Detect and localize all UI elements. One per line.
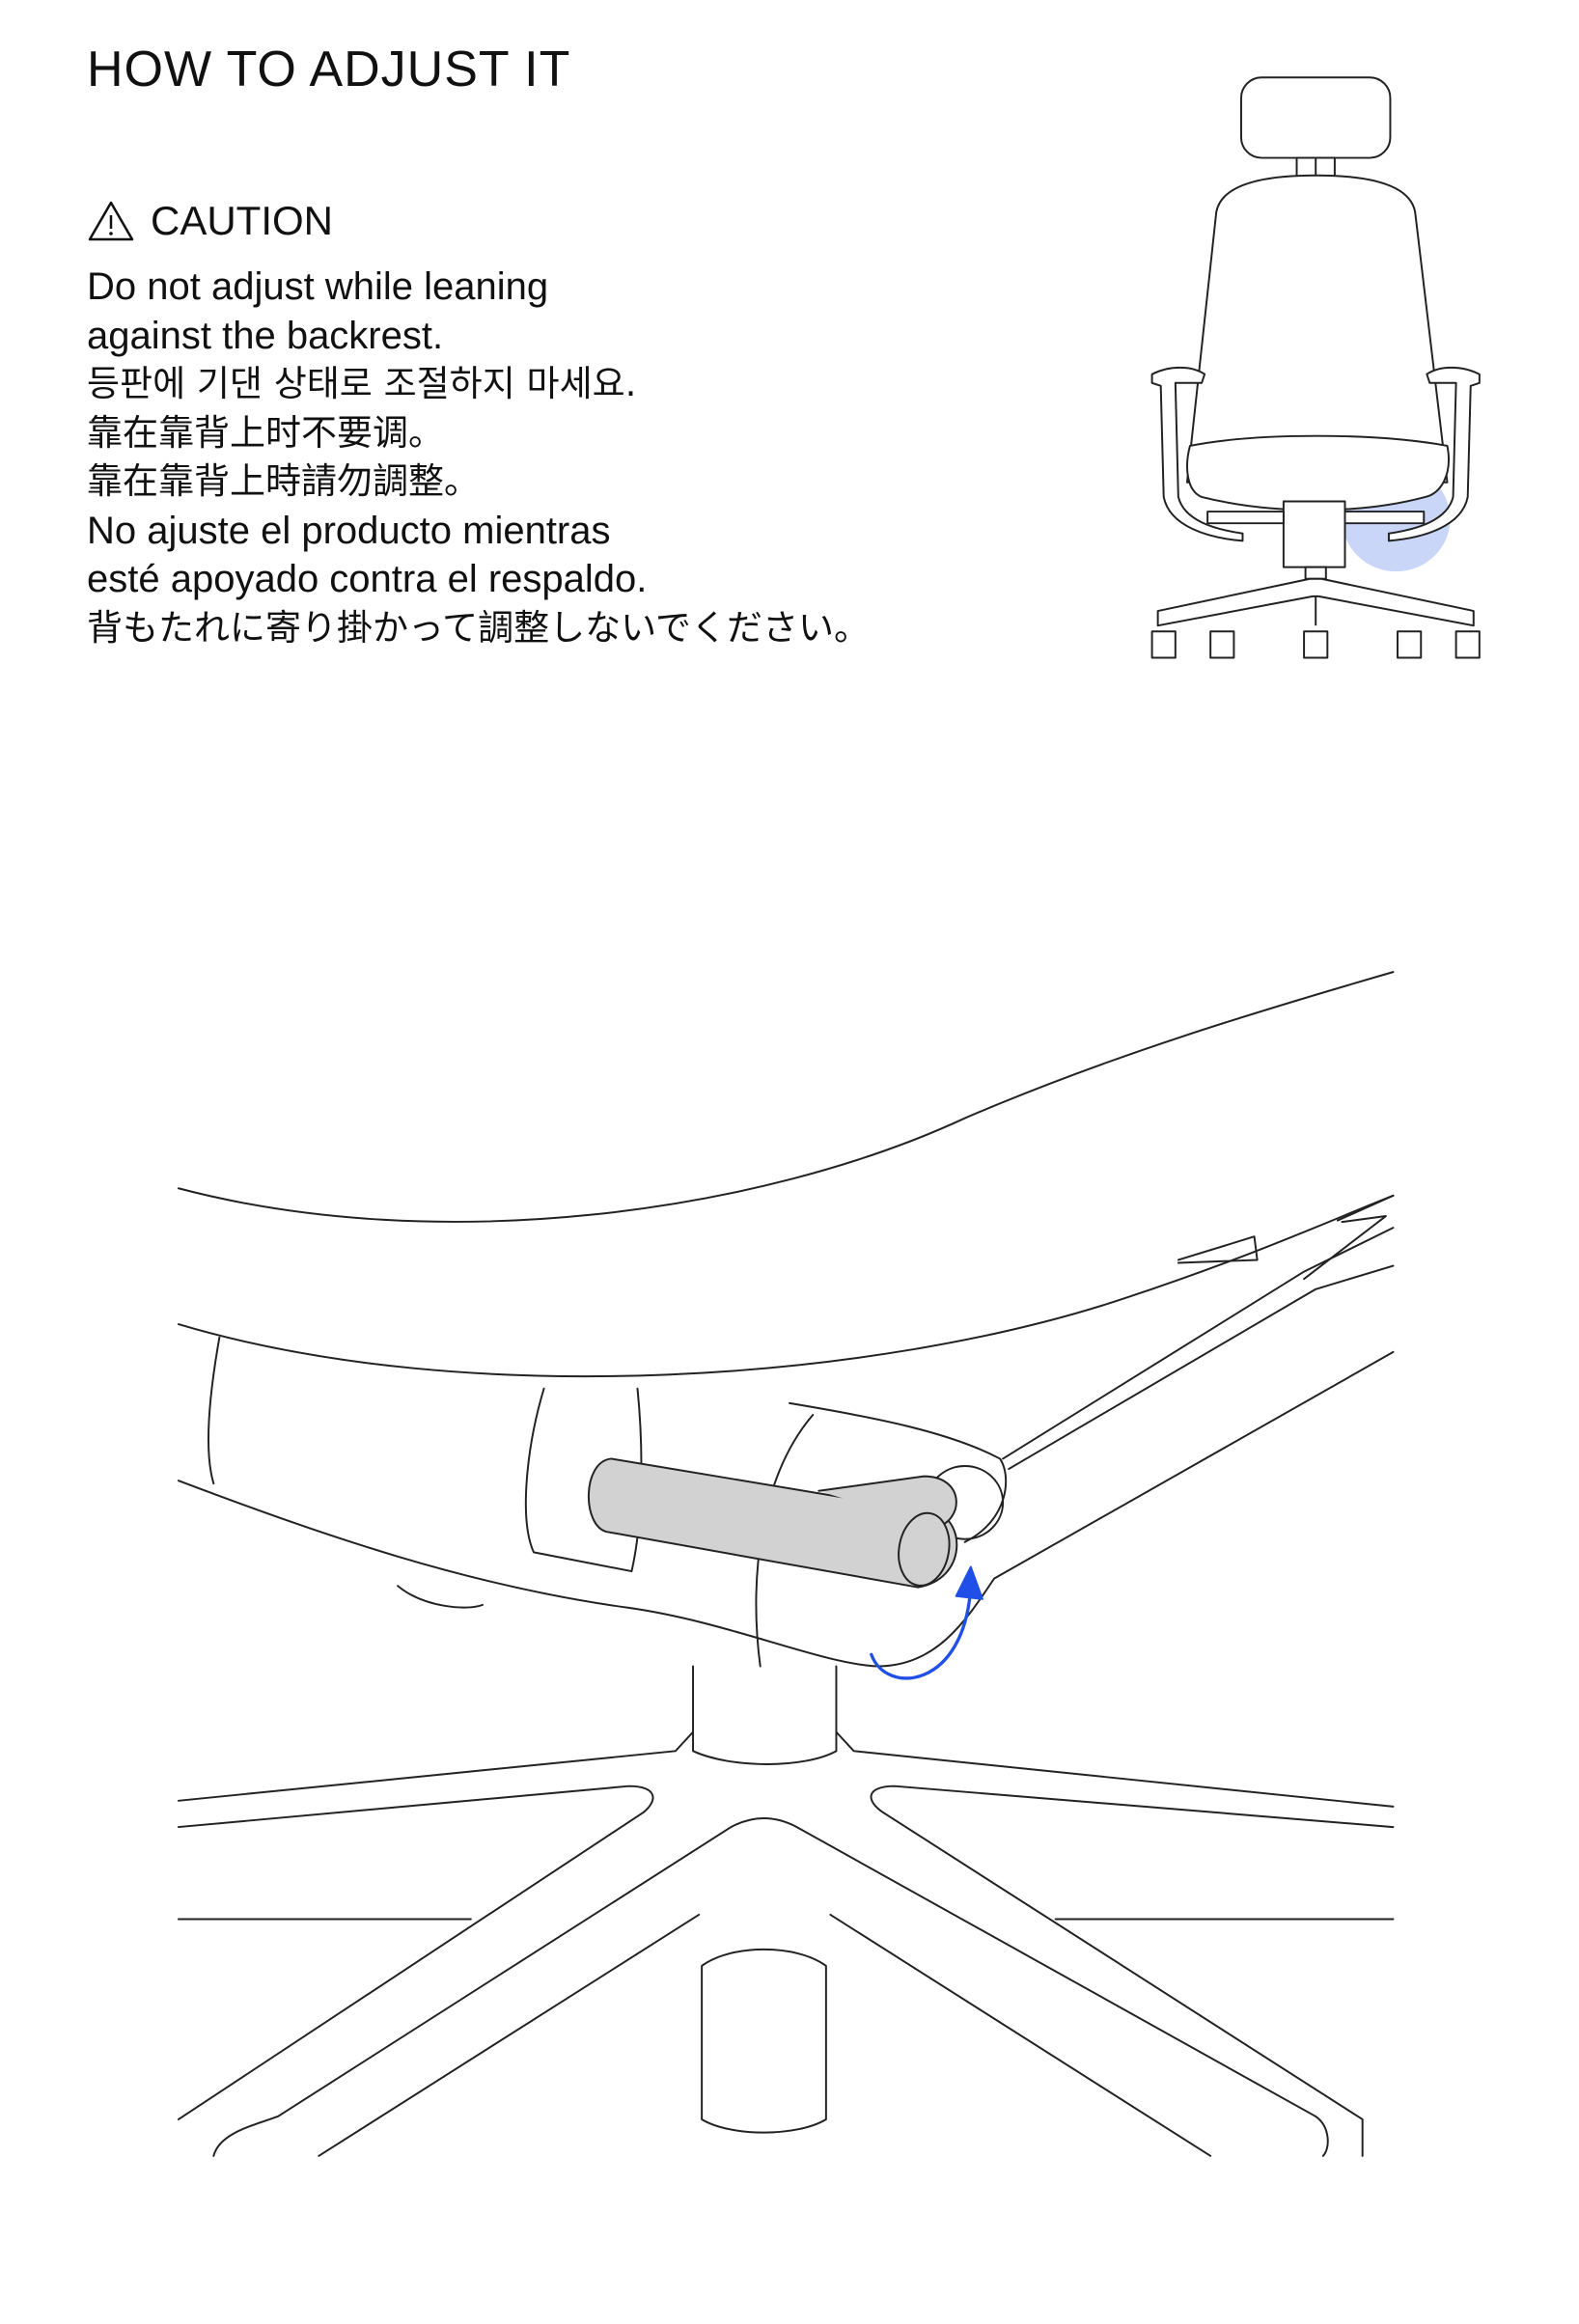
rotate-arrow-icon [870, 1584, 973, 1680]
lever-handle [587, 1457, 958, 1589]
caution-line-es-1: No ajuste el producto mientras [87, 509, 611, 552]
highlight-marker [1342, 466, 1451, 572]
caution-line-zh-hans: 靠在靠背上时不要调。 [87, 411, 444, 454]
lever-detail-illustration [177, 971, 1395, 2157]
caution-label: CAUTION [151, 198, 333, 243]
caution-heading: CAUTION [87, 198, 333, 244]
caution-line-zh-hant: 靠在靠背上時請勿調整。 [87, 460, 480, 502]
caution-line-en-2: against the backrest. [87, 314, 444, 357]
chair-overview-illustration [1150, 76, 1481, 659]
caution-line-es-2: esté apoyado contra el respaldo. [87, 558, 648, 600]
caution-line-ja: 背もたれに寄り掛かって調整しないでください。 [87, 606, 871, 649]
caution-line-ko: 등판에 기댄 상태로 조절하지 마세요. [87, 363, 637, 404]
caution-text: Do not adjust while leaning against the … [87, 263, 870, 652]
page-title: HOW TO ADJUST IT [87, 42, 571, 97]
caution-line-en-1: Do not adjust while leaning [87, 265, 549, 308]
warning-triangle-icon [88, 201, 134, 241]
casters [1150, 630, 1481, 659]
